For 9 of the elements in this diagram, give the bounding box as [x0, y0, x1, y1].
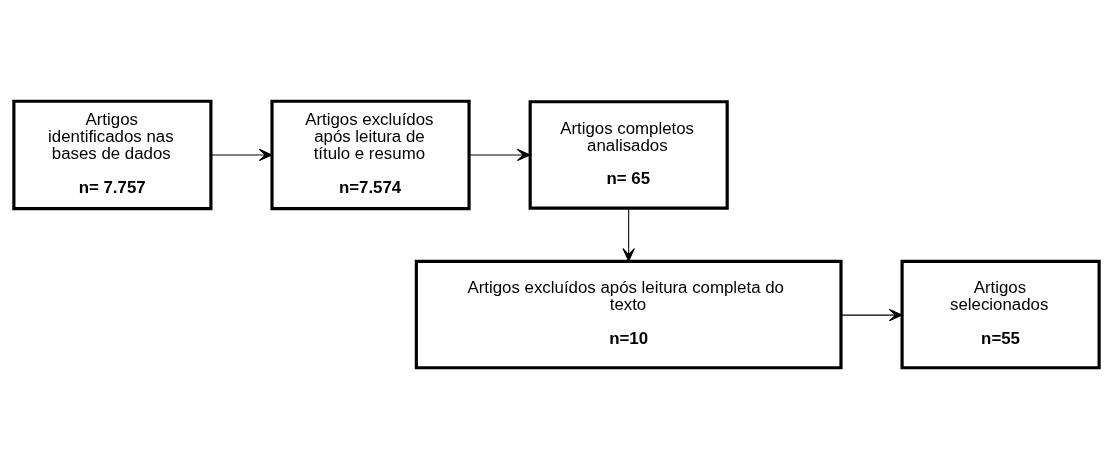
node-box: Artigos completos analisados n= 65 — [528, 99, 729, 210]
node-box: Artigos selecionados n=55 — [900, 259, 1101, 369]
node-box: Artigos excluídos após leitura de título e resumo n=7.574 — [270, 99, 471, 210]
node-box: Artigos identificados nas bases de dados n= 7.757 — [12, 99, 213, 210]
arrow — [210, 148, 273, 161]
node-box: Artigos excluídos após leitura completa do texto n=10 — [414, 259, 843, 369]
arrow — [622, 207, 635, 262]
arrow — [468, 148, 531, 161]
arrow — [840, 308, 903, 321]
